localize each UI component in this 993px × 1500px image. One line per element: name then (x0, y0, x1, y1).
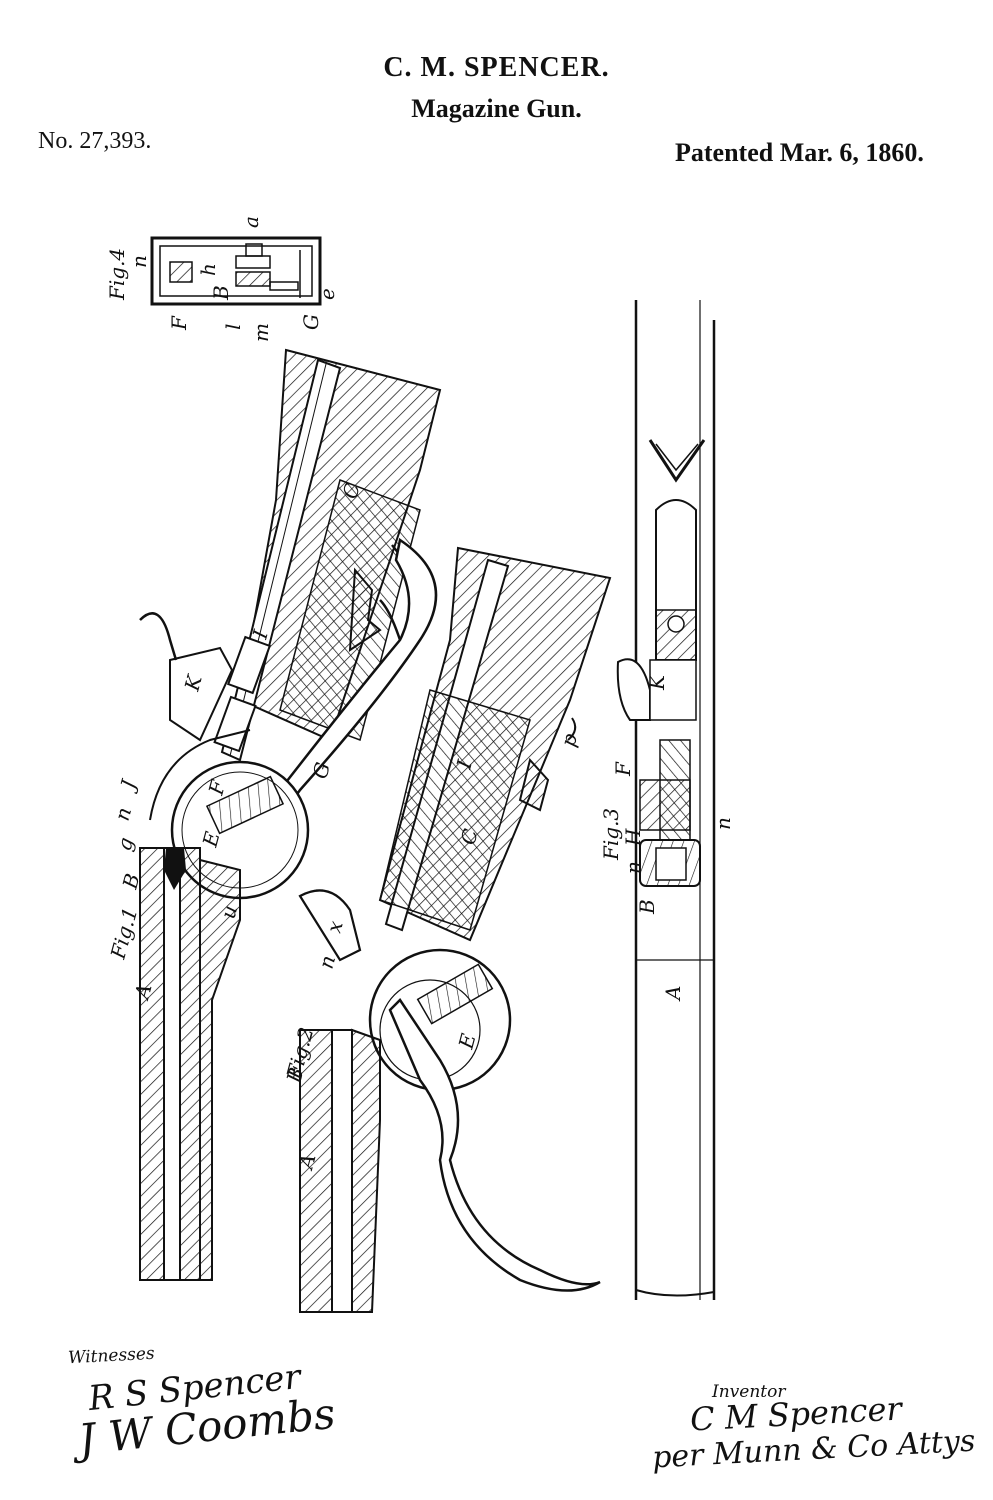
patent-number: No. 27,393. (38, 128, 152, 154)
fig3-part-F: F (611, 761, 635, 777)
fig1-part-n: n (110, 805, 137, 824)
fig1-part-u: u (216, 903, 243, 922)
inventor-caption: Inventor (712, 1382, 786, 1402)
fig2-part-n: n (314, 953, 341, 972)
patent-date: Patented Mar. 6, 1860. (675, 138, 924, 167)
fig4-label: Fig.4 (105, 248, 129, 301)
patent-title: Magazine Gun. (411, 94, 582, 123)
fig3-part-K: K (645, 674, 669, 691)
fig1-part-A: A (129, 981, 156, 1003)
figure-1: Fig.1 A B g n J K I E F G C u (105, 348, 442, 1281)
fig1-part-E: E (197, 829, 224, 851)
fig1-part-C: C (338, 480, 365, 501)
fig4-part-G: G (299, 314, 323, 330)
fig3-label: Fig.3 (599, 808, 623, 861)
figure-3: Fig.3 A B n H F K n (599, 300, 735, 1300)
fig4-part-F: F (167, 315, 191, 331)
figure-2: Fig.2 A B n x I C E p (281, 546, 612, 1313)
fig4-part-m: m (249, 323, 273, 342)
fig4-part-a: a (239, 216, 263, 228)
fig2-part-p: p (556, 731, 583, 750)
inventor-name: C. M. SPENCER. (383, 52, 610, 83)
fig1-part-J: J (115, 776, 142, 795)
fig4-part-h: h (196, 263, 220, 276)
fig1-part-B: B (117, 871, 144, 892)
fig3-part-B: B (635, 899, 659, 915)
fig4-part-l: l (221, 324, 245, 330)
fig1-label: Fig.1 (105, 905, 142, 963)
fig2-part-B: B (281, 1065, 308, 1086)
fig4-part-B: B (209, 285, 233, 301)
fig2-part-E: E (453, 1031, 480, 1053)
fig2-part-A: A (293, 1151, 320, 1173)
fig2-part-x: x (322, 918, 348, 935)
fig4-part-n: n (127, 255, 151, 268)
fig3-part-n2: n (711, 817, 735, 830)
fig4-part-e: e (315, 288, 339, 300)
fig1-part-G: G (308, 760, 335, 782)
fig3-part-n: n (621, 861, 645, 874)
fig2-part-C: C (456, 826, 483, 847)
figure-4: Fig.4 n F h B l m a G e (105, 216, 339, 342)
fig1-part-g: g (112, 835, 138, 854)
fig3-part-H: H (621, 828, 645, 847)
fig3-part-A: A (661, 986, 685, 1002)
fig1-part-K: K (179, 672, 207, 695)
